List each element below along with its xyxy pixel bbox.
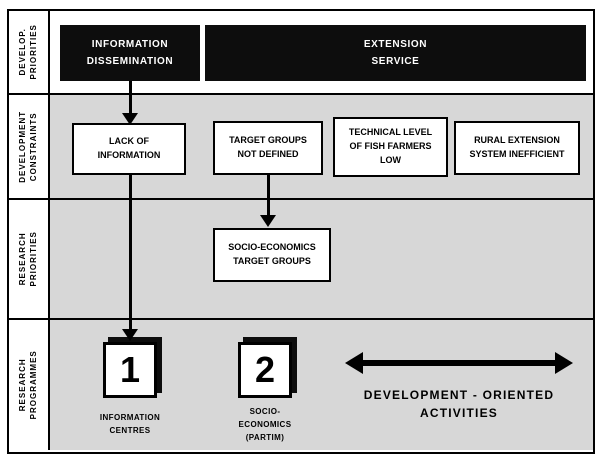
row-develop-priorities: DEVELOP. PRIORITIES INFORMATION DISSEMIN…	[9, 11, 593, 95]
sidebar-label-development-constraints: DEVELOPMENT CONSTRAINTS	[17, 110, 38, 183]
programme-number-box-1: 1	[103, 342, 157, 398]
arrow-down-head	[260, 215, 276, 227]
sidebar-cell-development-constraints: DEVELOPMENT CONSTRAINTS	[9, 95, 50, 198]
sidebar-label-research-priorities: RESEARCH PRIORITIES	[17, 231, 38, 287]
constraint-box-technical-level-low: TECHNICAL LEVEL OF FISH FARMERS LOW	[333, 117, 448, 177]
diagram-frame: DEVELOP. PRIORITIES INFORMATION DISSEMIN…	[7, 9, 595, 454]
sidebar-cell-develop-priorities: DEVELOP. PRIORITIES	[9, 11, 50, 93]
arrow-lack-of-information-to-programme-1	[122, 175, 138, 341]
arrow-left-head	[345, 352, 363, 374]
arrow-down-head	[122, 329, 138, 341]
arrow-target-groups-to-socio-economics	[260, 175, 276, 227]
programme-label-information-centres: INFORMATION CENTRES	[99, 413, 161, 435]
constraint-box-rural-extension-inefficient: RURAL EXTENSION SYSTEM INEFFICIENT	[454, 121, 580, 175]
constraint-box-lack-of-information: LACK OF INFORMATION	[72, 123, 186, 175]
research-programmes-content: 1 INFORMATION CENTRES 2 SOCIO- ECONOMICS…	[50, 320, 593, 450]
sidebar-cell-research-programmes: RESEARCH PROGRAMMES	[9, 320, 50, 450]
row-development-constraints: DEVELOPMENT CONSTRAINTS LACK OF INFORMAT…	[9, 95, 593, 200]
arrow-right-head	[555, 352, 573, 374]
development-oriented-double-arrow	[345, 352, 573, 374]
development-constraints-content: LACK OF INFORMATION TARGET GROUPS NOT DE…	[50, 95, 593, 198]
sidebar-cell-research-priorities: RESEARCH PRIORITIES	[9, 200, 50, 318]
priority-box-extension-service: EXTENSION SERVICE	[205, 25, 586, 81]
arrow-shaft	[128, 175, 132, 329]
development-oriented-activities-label: DEVELOPMENT - ORIENTED ACTIVITIES	[363, 388, 555, 420]
arrow-shaft	[128, 81, 132, 113]
priority-box-information-dissemination: INFORMATION DISSEMINATION	[60, 25, 200, 81]
develop-priorities-content: INFORMATION DISSEMINATION EXTENSION SERV…	[50, 11, 593, 93]
programme-number-box-2: 2	[238, 342, 292, 398]
row-research-programmes: RESEARCH PROGRAMMES 1 INFORMATION CENTRE…	[9, 320, 593, 450]
arrow-bar	[363, 360, 555, 366]
research-box-socio-economics-target-groups: SOCIO-ECONOMICS TARGET GROUPS	[213, 228, 331, 282]
research-priorities-content: SOCIO-ECONOMICS TARGET GROUPS	[50, 200, 593, 318]
sidebar-label-develop-priorities: DEVELOP. PRIORITIES	[17, 24, 38, 80]
arrow-shaft	[266, 175, 270, 215]
sidebar-label-research-programmes: RESEARCH PROGRAMMES	[17, 350, 38, 420]
arrow-dissemination-to-lack-of-information	[122, 81, 138, 125]
constraint-box-target-groups-not-defined: TARGET GROUPS NOT DEFINED	[213, 121, 323, 175]
arrow-down-head	[122, 113, 138, 125]
row-research-priorities: RESEARCH PRIORITIES SOCIO-ECONOMICS TARG…	[9, 200, 593, 320]
programme-label-socio-economics-partim: SOCIO- ECONOMICS (PARTIM)	[238, 407, 292, 442]
